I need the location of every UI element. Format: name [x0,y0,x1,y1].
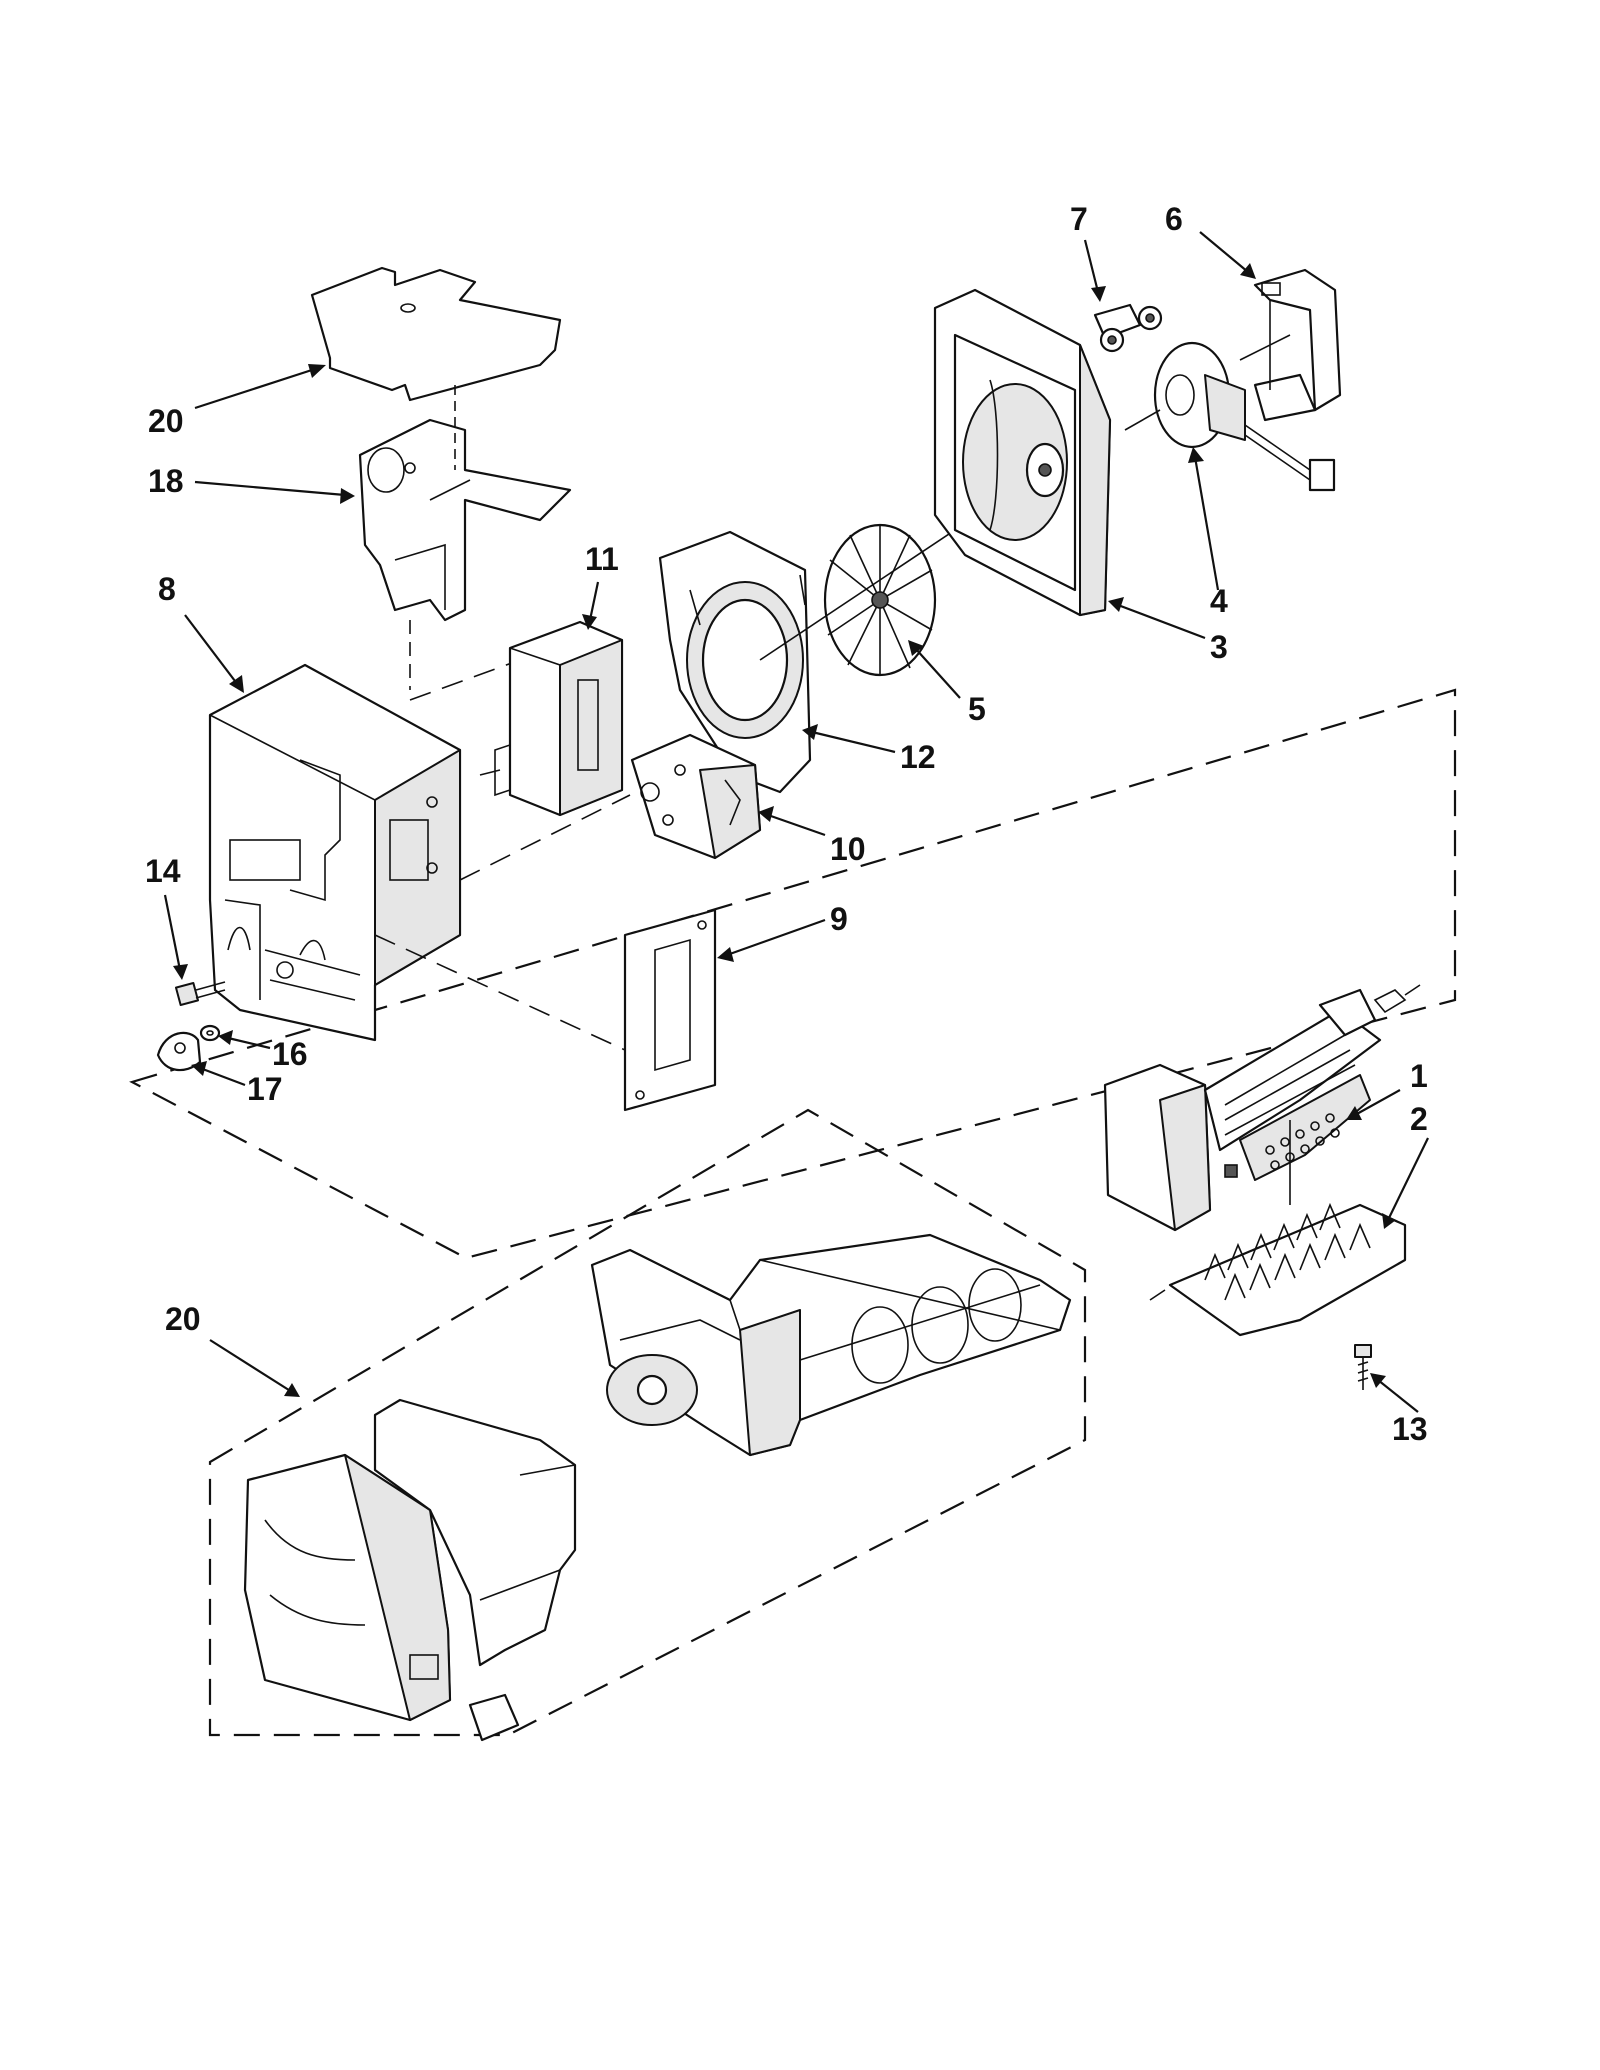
motor-bracket-part-6 [1239,268,1342,422]
callout-14: 14 [145,853,181,889]
callout-17: 17 [247,1071,283,1107]
callout-16: 16 [272,1036,308,1072]
callout-8: 8 [158,571,176,607]
gasket-part-9 [623,908,717,1112]
callout-labels: 20 18 8 11 12 10 5 3 4 6 7 9 14 16 17 1 … [145,201,1428,1447]
callout-15: 18 [148,463,184,499]
callout-12: 12 [900,739,936,775]
auger-motor-part-10 [630,733,762,860]
fan-motor-part-4 [1124,341,1336,492]
callout-5: 5 [968,691,986,727]
screw-part-13 [1354,1344,1372,1390]
fan-housing-part-3 [933,288,1112,617]
ice-tray-ejector-part-2 [1149,1120,1407,1337]
clip-part-17 [156,1031,202,1072]
callout-13: 13 [1392,1411,1428,1447]
callout-2: 2 [1410,1101,1428,1137]
leader-lines [163,231,1429,1413]
callout-1: 1 [1410,1058,1428,1094]
ice-container-housing-part-8 [208,663,462,1042]
washer-part-16 [199,1024,221,1042]
callout-6: 6 [1165,201,1183,237]
door-switch-module-part-11 [479,620,624,817]
screw-part-14 [174,981,226,1007]
ice-bucket-assembly-part-20 [243,1233,1072,1742]
icemaker-assembly-part-1 [1103,984,1421,1232]
ice-bucket-group-boundary [208,1108,1087,1737]
motor-grommet-part-7 [1093,303,1163,353]
callout-18: 20 [148,403,184,439]
callout-3: 3 [1210,629,1228,665]
duct-cover-part-15 [358,385,572,622]
callout-11: 11 [585,541,619,577]
insulation-sheet-part-18 [310,266,562,402]
callout-4: 4 [1210,583,1228,619]
callout-10: 10 [830,831,866,867]
callout-7: 7 [1070,201,1088,237]
callout-20: 20 [165,1301,201,1337]
fan-shroud-part-12 [658,530,812,794]
callout-9: 9 [830,901,848,937]
icemaker-group-boundary [129,688,1457,1260]
